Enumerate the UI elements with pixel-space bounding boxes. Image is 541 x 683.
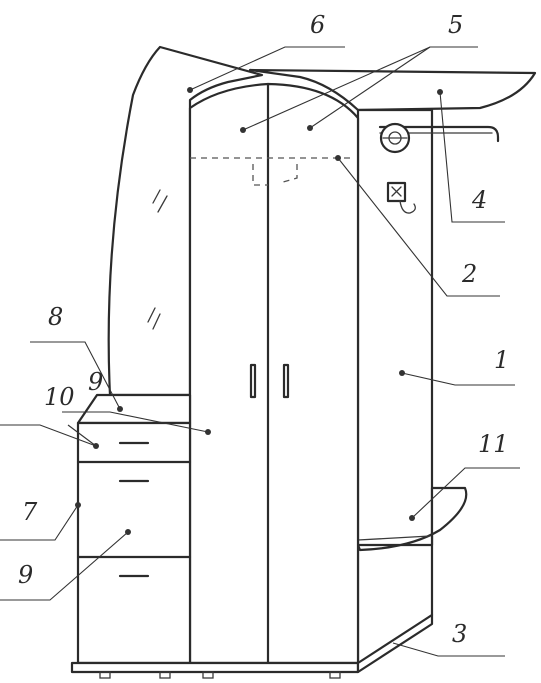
corner-shelf — [356, 486, 468, 552]
label-2: 2 — [461, 260, 477, 288]
hanger-rail — [378, 122, 500, 154]
label-4: 4 — [471, 186, 487, 214]
mirror-panel — [107, 45, 264, 397]
label-11: 11 — [478, 430, 509, 458]
label-3: 3 — [452, 620, 467, 648]
chest-of-drawers — [76, 393, 192, 665]
label-9-bottom: 9 — [18, 561, 33, 589]
label-8: 8 — [48, 303, 63, 331]
wardrobe-doors — [188, 82, 360, 665]
label-9-top: 9 — [88, 368, 103, 396]
label-7: 7 — [22, 498, 38, 526]
label-5: 5 — [448, 11, 463, 39]
label-10: 10 — [44, 383, 75, 411]
leader-lines — [0, 46, 520, 657]
callout-labels: 6 5 4 2 1 11 3 8 9 10 7 9 — [18, 11, 509, 648]
label-6: 6 — [310, 11, 325, 39]
label-1: 1 — [494, 346, 509, 374]
interior-rod — [190, 157, 355, 186]
wall-hook — [386, 181, 416, 214]
